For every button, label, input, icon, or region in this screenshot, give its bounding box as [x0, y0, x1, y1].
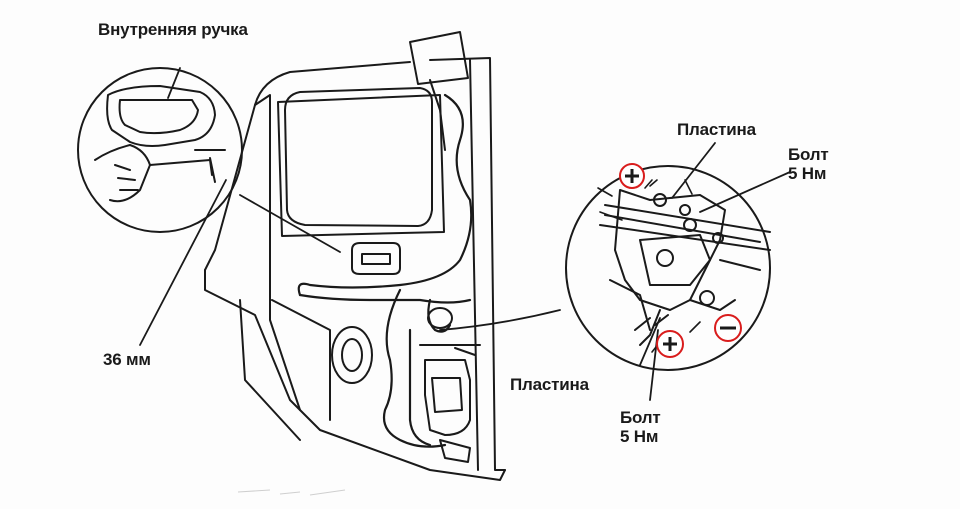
wiring-harness: [297, 93, 473, 448]
label-bolt-bottom-line1: Болт: [620, 408, 661, 427]
door-panel: [204, 57, 506, 481]
label-plate-bottom: Пластина: [510, 375, 589, 394]
label-bolt-top: Болт 5 Нм: [788, 145, 829, 183]
handle-detail-circle: [77, 67, 243, 233]
lock-label-leaders: [639, 142, 791, 401]
minus-marker: [714, 314, 742, 342]
door-bottom-bracket: [439, 439, 471, 463]
label-plate-top: Пластина: [677, 120, 756, 139]
lock-mechanism-door: [419, 307, 481, 436]
mirror-bracket: [409, 31, 469, 151]
label-inner-handle: Внутренняя ручка: [98, 20, 248, 39]
lock-detail-circle: [565, 165, 771, 371]
door-inner-handle: [351, 242, 401, 275]
window-opening: [277, 87, 445, 237]
plus-marker-bottom: [656, 330, 684, 358]
leader-lines: [139, 67, 561, 346]
label-distance: 36 мм: [103, 350, 151, 369]
label-bolt-top-line2: 5 Нм: [788, 164, 827, 183]
plus-marker-top: [619, 163, 645, 189]
label-bolt-bottom-line2: 5 Нм: [620, 427, 659, 446]
label-bolt-bottom: Болт 5 Нм: [620, 408, 661, 446]
label-bolt-top-line1: Болт: [788, 145, 829, 164]
scan-noise: [237, 489, 346, 496]
speaker-opening: [331, 326, 373, 384]
